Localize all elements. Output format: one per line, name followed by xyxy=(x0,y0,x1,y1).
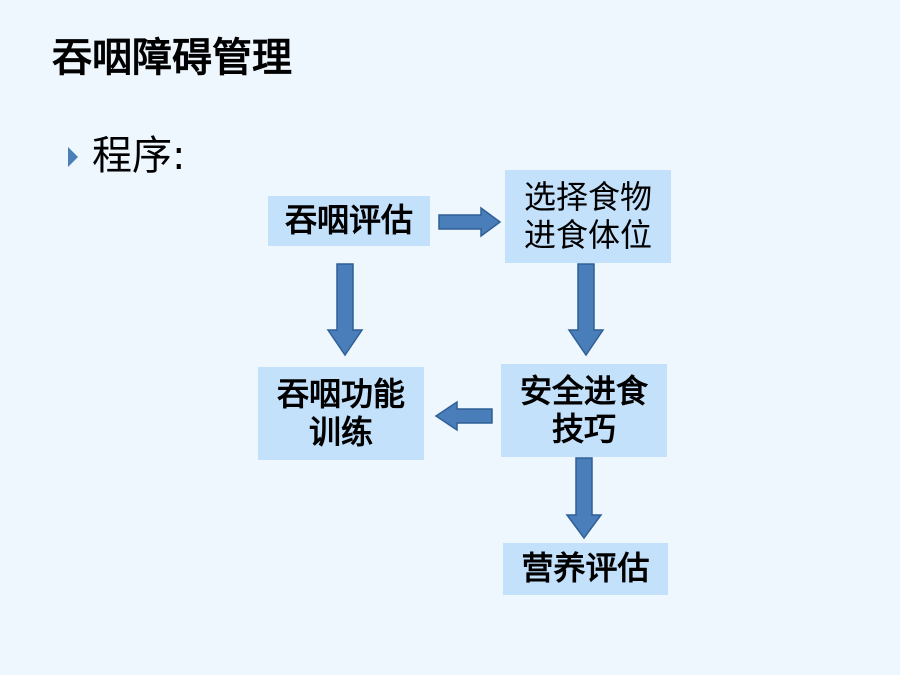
node-swallow-training: 吞咽功能 训练 xyxy=(258,367,424,460)
arrow-food-posture-to-safe-eating xyxy=(567,263,605,357)
node-food-and-posture-line-1: 选择食物 xyxy=(523,177,652,216)
node-food-and-posture: 选择食物 进食体位 xyxy=(505,170,671,263)
slide-title: 吞咽障碍管理 xyxy=(52,35,292,81)
arrow-safe-eating-to-nutrition xyxy=(565,457,603,540)
arrow-assessment-to-training xyxy=(326,263,364,357)
arrow-assessment-to-food-posture xyxy=(438,206,502,238)
node-safe-eating-line-2: 技巧 xyxy=(551,409,616,448)
node-swallow-assessment-line-1: 吞咽评估 xyxy=(284,201,413,240)
node-nutrition-assessment-line-1: 营养评估 xyxy=(521,549,650,588)
node-nutrition-assessment: 营养评估 xyxy=(503,543,668,595)
node-swallow-training-line-1: 吞咽功能 xyxy=(276,374,405,413)
node-safe-eating-line-1: 安全进食 xyxy=(519,371,648,410)
node-food-and-posture-line-2: 进食体位 xyxy=(523,215,652,254)
bullet-text: 程序: xyxy=(92,133,186,179)
node-safe-eating: 安全进食 技巧 xyxy=(501,364,667,457)
bullet-item: 程序: xyxy=(68,128,185,184)
arrow-safe-eating-to-training xyxy=(434,400,493,432)
triangle-bullet-icon xyxy=(68,147,78,167)
node-swallow-training-line-2: 训练 xyxy=(308,412,373,451)
node-swallow-assessment: 吞咽评估 xyxy=(268,196,430,246)
